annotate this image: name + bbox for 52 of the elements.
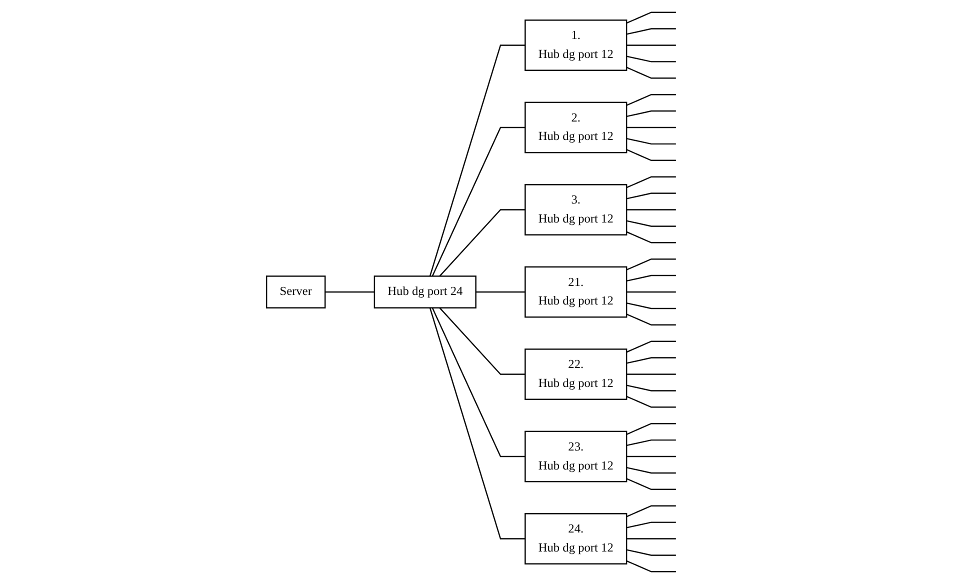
connector [626, 422, 676, 435]
connector [626, 456, 676, 458]
connector [626, 56, 676, 62]
connector [429, 44, 526, 276]
connector [476, 291, 526, 293]
connector [626, 466, 676, 474]
connector [626, 374, 676, 375]
node-box: 23. Hub dg port 12 [524, 430, 628, 482]
node-box: 1. Hub dg port 12 [524, 20, 628, 71]
connector [626, 220, 676, 227]
connector [429, 308, 526, 540]
node-box: 24. Hub dg port 12 [524, 513, 628, 564]
connector [626, 12, 676, 24]
connector [626, 28, 676, 35]
connector [626, 396, 676, 408]
connector [626, 291, 676, 293]
connector [626, 258, 676, 270]
connector [626, 94, 676, 106]
connector [432, 126, 526, 276]
connector [626, 176, 676, 188]
node-box: 22. Hub dg port 12 [524, 348, 628, 400]
connector [626, 549, 676, 556]
connector [626, 274, 676, 282]
connector [626, 44, 676, 46]
connector [626, 231, 676, 244]
connector [325, 291, 374, 293]
connector [626, 538, 676, 540]
connector [626, 192, 676, 200]
connector [626, 110, 676, 118]
connector [626, 478, 676, 490]
node-box: Hub dg port 24 [374, 276, 476, 308]
node-box: Server [266, 276, 326, 308]
connector [626, 314, 676, 326]
node-box: 2. Hub dg port 12 [524, 102, 628, 154]
connector [626, 384, 676, 392]
connector [626, 126, 676, 128]
connector [626, 209, 676, 210]
node-box: 3. Hub dg port 12 [524, 184, 628, 236]
connector [432, 308, 526, 458]
connector [626, 138, 676, 145]
connector [439, 209, 526, 277]
connector [626, 505, 676, 518]
connector [626, 357, 676, 364]
connector [439, 307, 526, 375]
connector [626, 340, 676, 353]
node-box: 21. Hub dg port 12 [524, 266, 628, 318]
connector [626, 66, 676, 79]
connector [626, 302, 676, 310]
connector [626, 560, 676, 572]
connector [626, 149, 676, 162]
connector [626, 522, 676, 528]
connector [626, 439, 676, 446]
